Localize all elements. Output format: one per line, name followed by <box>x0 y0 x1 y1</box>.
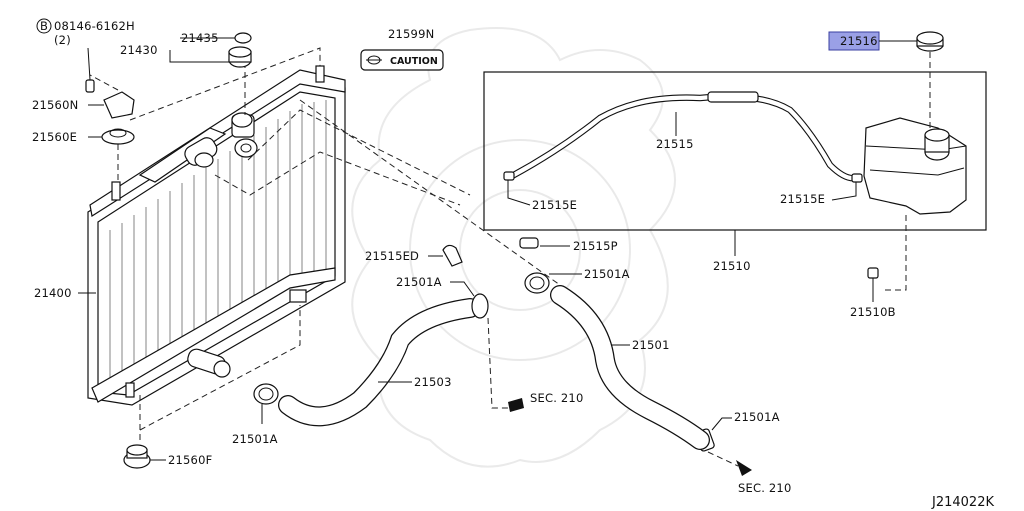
hose-clamp-21501A-top-left[interactable]: 21501A <box>396 275 489 319</box>
label-21503: 21503 <box>414 375 452 389</box>
mount-21560E[interactable]: 21560E <box>32 128 135 145</box>
label-21501A-bottom-right: 21501A <box>734 410 780 424</box>
sec-210-reference-b[interactable]: SEC. 210 <box>707 451 791 495</box>
clip-21515E-right[interactable]: 21515E <box>780 173 863 206</box>
label-21510: 21510 <box>713 259 751 273</box>
hose-clamp-21501A-top-right[interactable]: 21501A <box>524 267 630 294</box>
hose-clamp-21501A-bottom-left[interactable]: 21501A <box>232 383 279 446</box>
label-21501A-top-right: 21501A <box>584 267 630 281</box>
radiator-leaders <box>89 47 561 440</box>
label-21515ED: 21515ED <box>365 249 419 263</box>
sec-210-reference-a[interactable]: SEC. 210 <box>487 317 583 412</box>
overflow-hose-21515[interactable]: 21515 <box>508 91 860 182</box>
reservoir-cap-21516[interactable]: 21516 <box>828 31 944 130</box>
radiator[interactable] <box>87 65 346 406</box>
label-group-21400: 21400 <box>34 286 96 300</box>
label-21400: 21400 <box>34 286 72 300</box>
label-21560F: 21560F <box>168 453 212 467</box>
label-21515: 21515 <box>656 137 694 151</box>
label-21516: 21516 <box>840 34 878 48</box>
label-08146-qty: (2) <box>54 33 71 47</box>
label-08146-6162H: 08146-6162H <box>54 19 135 33</box>
caution-label-21599N[interactable]: 21599N CAUTION <box>360 27 444 71</box>
bolt-symbol: B <box>40 19 48 33</box>
label-sec-210-a: SEC. 210 <box>530 391 583 405</box>
label-21435: 21435 <box>181 31 219 45</box>
label-21599N: 21599N <box>388 27 434 41</box>
bolt-08146-6162H[interactable]: B 08146-6162H (2) <box>36 18 135 93</box>
label-sec-210-b: SEC. 210 <box>738 481 791 495</box>
label-21501: 21501 <box>632 338 670 352</box>
label-21501A-top-left: 21501A <box>396 275 442 289</box>
bracket-21560N[interactable]: 21560N <box>32 91 135 119</box>
label-21515E-right: 21515E <box>780 192 825 206</box>
radiator-cap-21430[interactable]: 21435 21430 <box>120 31 252 68</box>
label-21430: 21430 <box>120 43 158 57</box>
label-21515E-left: 21515E <box>532 198 577 212</box>
label-21560E: 21560E <box>32 130 77 144</box>
label-21501A-bottom-left: 21501A <box>232 432 278 446</box>
clip-21515E-left[interactable]: 21515E <box>503 171 577 212</box>
reservoir-tank[interactable] <box>863 117 967 215</box>
label-21515P: 21515P <box>573 239 618 253</box>
lower-hose-21503[interactable]: 21503 <box>278 298 480 427</box>
diagram-code: J214022K <box>931 495 994 510</box>
radiator-fins <box>109 100 327 385</box>
reservoir-assembly-21510[interactable]: 21510 <box>483 71 987 273</box>
label-21560N: 21560N <box>32 98 78 112</box>
bolt-21510B[interactable]: 21510B <box>850 215 907 319</box>
upper-hose-21501[interactable]: 21501 <box>550 285 710 450</box>
mount-21560F[interactable]: 21560F <box>123 444 212 469</box>
caution-text: CAUTION <box>390 56 438 67</box>
clip-21515ED[interactable]: 21515ED <box>365 244 463 267</box>
label-21510B: 21510B <box>850 305 896 319</box>
clip-21515P[interactable]: 21515P <box>519 237 618 253</box>
